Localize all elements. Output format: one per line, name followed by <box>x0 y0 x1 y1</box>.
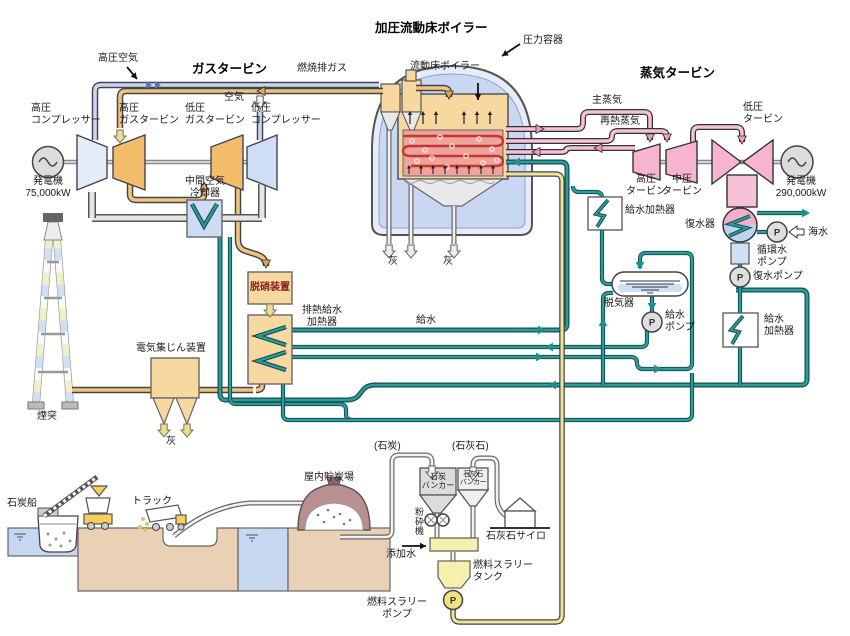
label-waste-heat-heater: 排熱給水 加熱器 <box>302 305 342 328</box>
title-pfbc: 加圧流動床ボイラー <box>375 21 488 35</box>
hotwell <box>730 242 750 265</box>
label-fw-heater1: 給水加熱器 <box>625 205 675 216</box>
label-pressure-vessel: 圧力容器 <box>523 35 563 46</box>
hp-turbine-shape <box>632 143 661 181</box>
fw-pump-symbol <box>641 311 663 333</box>
label-generator1: 発電機 75,000kW <box>25 176 71 199</box>
lp-compressor-shape <box>246 133 278 192</box>
equipment-layer: P P P P <box>31 133 814 611</box>
label-lp-compressor: 低圧 コンプレッサー <box>251 103 321 126</box>
label-slurry-tank: 燃料スラリー タンク <box>473 560 533 583</box>
ash-cone <box>400 178 506 207</box>
label-storage: 屋内貯炭場 <box>304 472 354 483</box>
label-coal: (石炭) <box>374 441 401 452</box>
label-hp-air: 高圧空気 <box>98 53 138 64</box>
label-ash-boiler: 灰 <box>443 256 453 267</box>
cyclone-1 <box>380 83 401 113</box>
label-chimney: 煙突 <box>37 411 57 422</box>
label-additive-water: 添加水 <box>386 549 416 560</box>
label-hp-turbine: 高圧 タービン <box>626 174 666 197</box>
label-slurry-pump: 燃料スラリー ポンプ <box>367 597 427 620</box>
label-deaerator: 脱気器 <box>604 298 634 309</box>
label-ip-turbine: 中圧 タービン <box>662 174 702 197</box>
label-fw-heater2: 給水 加熱器 <box>764 314 794 337</box>
lp-turbine-shape <box>711 138 743 186</box>
label-combustion-gas: 燃焼排ガス <box>297 63 347 74</box>
label-seawater: 海水 <box>808 227 828 238</box>
condenser-shape <box>722 207 758 243</box>
label-lp-gas-turbine: 低圧 ガスタービン <box>185 103 245 126</box>
label-hp-gas-turbine: 高圧 ガスタービン <box>119 103 179 126</box>
label-circ-pump: 循環水 ポンプ <box>757 245 787 268</box>
ip-turbine-shape <box>665 140 698 184</box>
bed-bubbles <box>409 134 500 170</box>
label-esp: 電気集じん装置 <box>136 343 206 354</box>
label-air: 空気 <box>224 92 244 103</box>
label-intercooler: 中間空気 冷却器 <box>185 176 225 199</box>
label-main-steam: 主蒸気 <box>592 95 622 106</box>
label-hp-compressor: 高圧 コンプレッサー <box>31 103 101 126</box>
label-crusher: 粉 砕 機 <box>415 507 425 537</box>
crane-grab <box>89 485 109 497</box>
label-limestone: (石灰石) <box>452 441 489 452</box>
title-steam-turbine: 蒸気タービン <box>640 66 716 80</box>
base-layer <box>7 64 783 592</box>
chimney-stack <box>27 213 79 410</box>
ground-left <box>77 527 239 592</box>
cond-pump-letter: P <box>737 273 744 284</box>
circ-pump-symbol <box>766 221 788 243</box>
label-limestone-bunker: 石灰石 バンカー <box>459 471 487 486</box>
water-symbols <box>14 533 258 542</box>
esp-box <box>150 357 200 399</box>
limestone-silo-shape <box>503 497 537 512</box>
label-fw-pump: 給水 ポンプ <box>665 310 695 333</box>
lp-turbine-shape2 <box>741 138 774 186</box>
label-cond-pump: 復水ポンプ <box>753 271 803 282</box>
label-truck: トラック <box>132 496 172 507</box>
label-generator2: 発電機 290,000kW <box>775 176 827 199</box>
label-reheat-steam: 再熱蒸気 <box>600 116 640 127</box>
seawater-arrow <box>788 225 805 239</box>
hp-compressor-shape <box>76 133 108 192</box>
waste-heat-heater-box <box>247 314 293 385</box>
label-ash-cyclone: 灰 <box>388 256 398 267</box>
slurry-pump-letter: P <box>450 596 457 607</box>
title-gas-turbine: ガスタービン <box>192 62 268 76</box>
hp-gas-turbine-shape <box>112 133 146 192</box>
label-fbc-boiler: 流動床ボイラー <box>410 61 480 72</box>
cond-pump-symbol <box>729 266 751 288</box>
circ-pump-letter: P <box>774 228 781 239</box>
label-lp-turbine: 低圧 タービン <box>743 102 783 125</box>
slurry-pump-symbol <box>442 589 464 611</box>
arrow-layer <box>112 43 810 550</box>
label-feedwater: 給水 <box>416 315 436 326</box>
slurry-tank-shape <box>437 560 471 589</box>
fw-pump-letter: P <box>649 318 656 329</box>
label-condenser: 復水器 <box>685 219 715 230</box>
boiler-tubes <box>401 134 505 168</box>
water-channel <box>237 527 289 592</box>
mixing-box <box>429 537 479 552</box>
label-ash-esp: 灰 <box>166 436 176 447</box>
coal-ship-hull <box>37 515 79 553</box>
label-denox: 脱硝装置 <box>250 282 290 293</box>
label-coal-bunker: 石炭 バンカー <box>421 472 455 490</box>
label-limestone-silo: 石灰石サイロ <box>486 531 546 542</box>
label-coal-ship: 石炭船 <box>7 498 37 509</box>
lp-gas-turbine-shape <box>210 133 244 192</box>
